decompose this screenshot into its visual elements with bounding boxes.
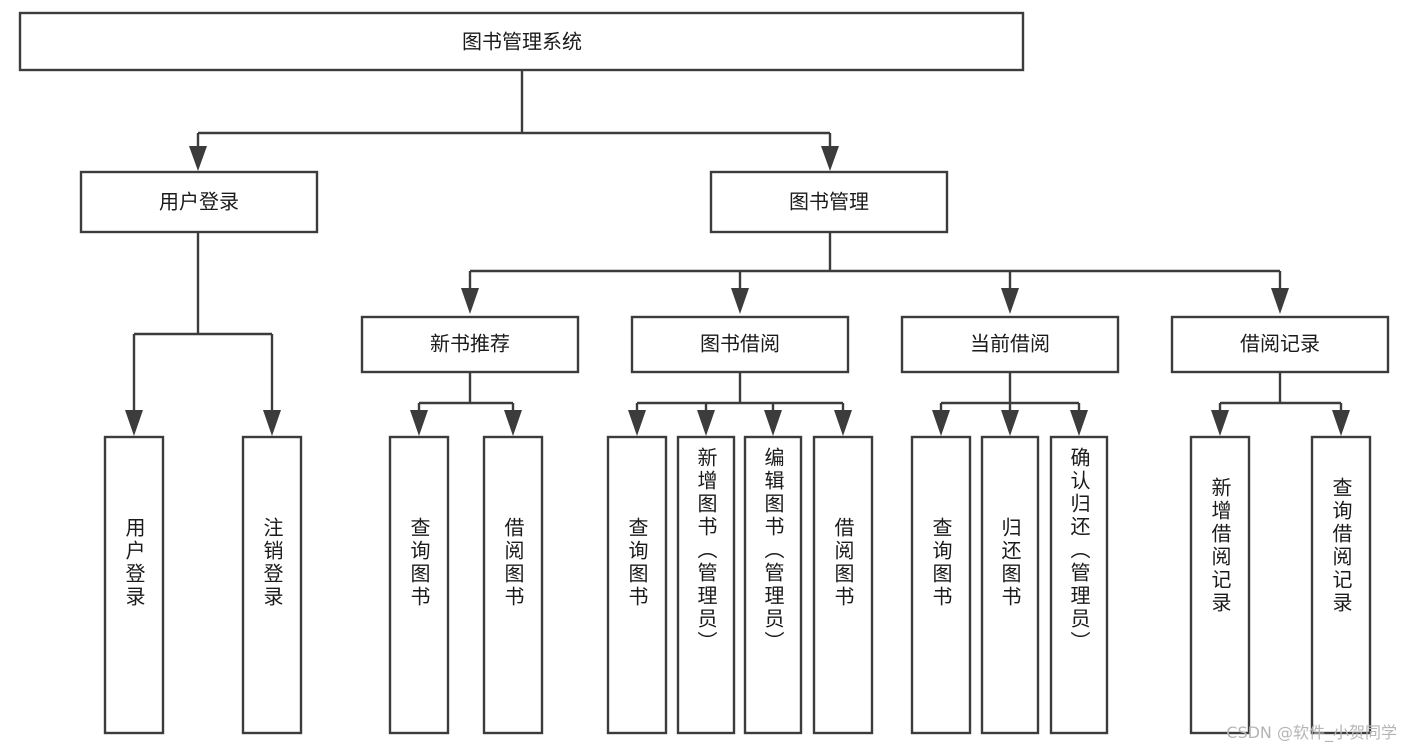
node-leaf-borrow-book-2-label: 借阅图书 (831, 517, 855, 609)
node-leaf-user-login[interactable]: 用户登录 (103, 435, 165, 735)
node-root-box[interactable] (18, 11, 1025, 72)
arrow-book-borrow-leaf-1 (628, 410, 646, 436)
arrow-current-borrow-leaf-3 (1070, 410, 1088, 436)
node-leaf-query-book-2-box[interactable] (606, 435, 668, 735)
node-leaf-query-book-3-label: 查询图书 (929, 517, 953, 609)
node-leaf-return-book-label: 归还图书 (998, 517, 1022, 609)
node-leaf-query-record-label: 查询借阅记录 (1329, 477, 1353, 615)
arrow-borrow-record-leaf-2 (1332, 410, 1350, 436)
node-leaf-query-book-1-label: 查询图书 (407, 517, 431, 609)
arrow-book-borrow-leaf-2 (697, 410, 715, 436)
arrow-current-borrow-leaf-1 (932, 410, 950, 436)
node-book-manage-box[interactable] (709, 170, 949, 234)
node-leaf-add-record[interactable]: 新增借阅记录 (1189, 435, 1251, 735)
node-leaf-edit-book[interactable]: 编辑图书（管理员） (743, 435, 803, 735)
node-user-login[interactable]: 用户登录 (79, 170, 319, 234)
node-current-borrow-label: 当前借阅 (970, 332, 1050, 356)
node-leaf-borrow-book-1[interactable]: 借阅图书 (482, 435, 544, 735)
watermark-label: CSDN @软件_小贺同学 (1226, 723, 1397, 742)
node-new-book-recommend[interactable]: 新书推荐 (360, 315, 580, 374)
node-leaf-query-book-1[interactable]: 查询图书 (388, 435, 450, 735)
node-leaf-add-book-label: 新增图书（管理员） (694, 447, 718, 654)
arrow-current-borrow-leaf-2 (1001, 410, 1019, 436)
node-leaf-borrow-book-1-label: 借阅图书 (501, 517, 525, 609)
node-new-book-recommend-box[interactable] (360, 315, 580, 374)
node-leaf-add-record-box[interactable] (1189, 435, 1251, 735)
arrow-user-login-leaf-2 (263, 410, 281, 436)
node-leaf-query-book-1-box[interactable] (388, 435, 450, 735)
node-leaf-add-book[interactable]: 新增图书（管理员） (676, 435, 736, 735)
node-leaf-user-login-label: 用户登录 (122, 517, 146, 609)
node-borrow-record-label: 借阅记录 (1240, 332, 1320, 356)
node-root-label: 图书管理系统 (462, 30, 582, 54)
connector-group (125, 70, 1350, 436)
node-user-login-box[interactable] (79, 170, 319, 234)
node-leaf-add-book-box[interactable] (676, 435, 736, 735)
arrow-borrow-record-leaf-1 (1211, 410, 1229, 436)
arrow-new-book-leaf-1 (410, 410, 428, 436)
arrow-root-to-book-manage (821, 146, 839, 171)
node-leaf-user-logout-label: 注销登录 (260, 517, 284, 609)
node-user-login-label: 用户登录 (159, 190, 239, 214)
node-borrow-record[interactable]: 借阅记录 (1170, 315, 1390, 374)
node-leaf-edit-book-label: 编辑图书（管理员） (761, 447, 785, 654)
arrow-book-manage-to-new-book-recommend (461, 288, 479, 314)
node-book-borrow-label: 图书借阅 (700, 332, 780, 356)
node-leaf-query-book-2[interactable]: 查询图书 (606, 435, 668, 735)
node-leaf-borrow-book-2-box[interactable] (812, 435, 874, 735)
node-leaf-user-logout[interactable]: 注销登录 (241, 435, 303, 735)
arrow-book-borrow-leaf-3 (764, 410, 782, 436)
node-leaf-user-logout-box[interactable] (241, 435, 303, 735)
node-leaf-confirm-return-label: 确认归还（管理员） (1067, 447, 1091, 654)
node-leaf-borrow-book-1-box[interactable] (482, 435, 544, 735)
node-book-borrow[interactable]: 图书借阅 (630, 315, 850, 374)
arrow-book-manage-to-book-borrow (731, 288, 749, 314)
arrow-new-book-leaf-2 (504, 410, 522, 436)
node-leaf-query-record[interactable]: 查询借阅记录 (1310, 435, 1372, 735)
node-leaf-query-record-box[interactable] (1310, 435, 1372, 735)
node-leaf-query-book-3[interactable]: 查询图书 (910, 435, 972, 735)
node-leaf-query-book-3-box[interactable] (910, 435, 972, 735)
node-borrow-record-box[interactable] (1170, 315, 1390, 374)
node-leaf-add-record-label: 新增借阅记录 (1208, 477, 1232, 615)
node-book-borrow-box[interactable] (630, 315, 850, 374)
node-leaf-confirm-return[interactable]: 确认归还（管理员） (1049, 435, 1109, 735)
node-book-manage[interactable]: 图书管理 (709, 170, 949, 234)
arrow-root-to-user-login (189, 146, 207, 171)
node-leaf-user-login-box[interactable] (103, 435, 165, 735)
node-leaf-return-book-box[interactable] (980, 435, 1040, 735)
arrow-book-manage-to-current-borrow (1001, 288, 1019, 314)
arrow-book-manage-to-borrow-record (1271, 288, 1289, 314)
arrow-book-borrow-leaf-4 (834, 410, 852, 436)
node-current-borrow[interactable]: 当前借阅 (900, 315, 1120, 374)
node-leaf-confirm-return-box[interactable] (1049, 435, 1109, 735)
node-leaf-borrow-book-2[interactable]: 借阅图书 (812, 435, 874, 735)
node-new-book-recommend-label: 新书推荐 (430, 332, 510, 356)
node-leaf-edit-book-box[interactable] (743, 435, 803, 735)
node-book-manage-label: 图书管理 (789, 190, 869, 214)
node-leaf-query-book-2-label: 查询图书 (625, 517, 649, 609)
node-current-borrow-box[interactable] (900, 315, 1120, 374)
node-leaf-return-book[interactable]: 归还图书 (980, 435, 1040, 735)
arrow-user-login-leaf-1 (125, 410, 143, 436)
node-root[interactable]: 图书管理系统 (18, 11, 1025, 72)
